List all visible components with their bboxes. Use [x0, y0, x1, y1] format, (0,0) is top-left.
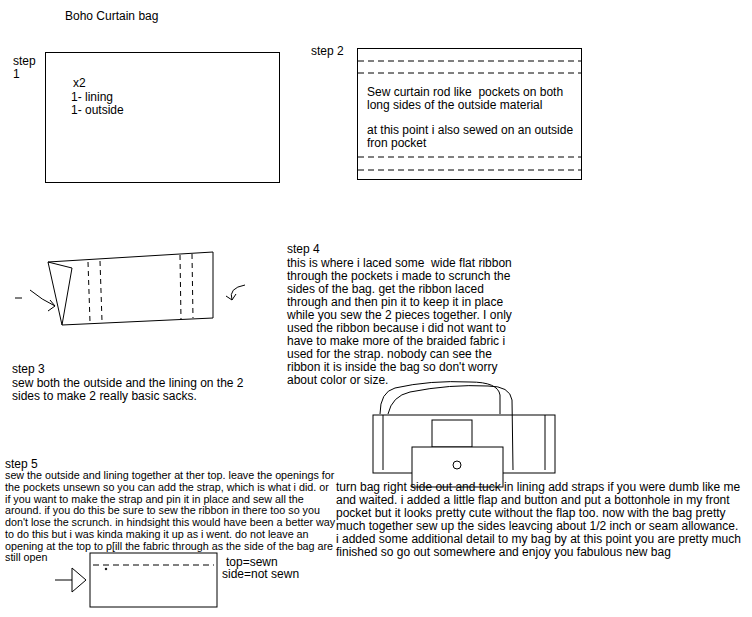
step-note: at this point i also sewed on an outside… [367, 124, 575, 150]
step-note: x2 [73, 77, 253, 90]
sewn-note: side=not sewn [222, 568, 332, 581]
step-note: Sew curtain rod like pockets on both lon… [367, 86, 575, 112]
step-text: sew the outside and lining together at t… [5, 470, 337, 564]
stitch-lines [358, 61, 581, 170]
final-step-text: turn bag right side out and tuck in lini… [336, 481, 746, 559]
diagram-title: Boho Curtain bag [65, 10, 265, 23]
step-note: 1- outside [71, 104, 251, 117]
step-text: this is where i laced some wide flat rib… [287, 257, 525, 387]
step-heading: step 4 [287, 243, 347, 256]
step-note: 1- lining [71, 91, 251, 104]
step-heading: step 2 [311, 45, 355, 58]
step-2-box: step 2Sew curtain rod like pockets on bo… [357, 48, 582, 180]
bag-drawing [373, 382, 555, 487]
step-1-box: step 1x21- lining1- outside [45, 52, 280, 183]
sack-top-sewn [55, 553, 217, 607]
step-text: sew both the outside and the lining on t… [12, 377, 274, 403]
sack-drawing [15, 252, 245, 325]
step-heading: step 3 [12, 363, 72, 376]
step-heading: step 1 [13, 55, 39, 81]
